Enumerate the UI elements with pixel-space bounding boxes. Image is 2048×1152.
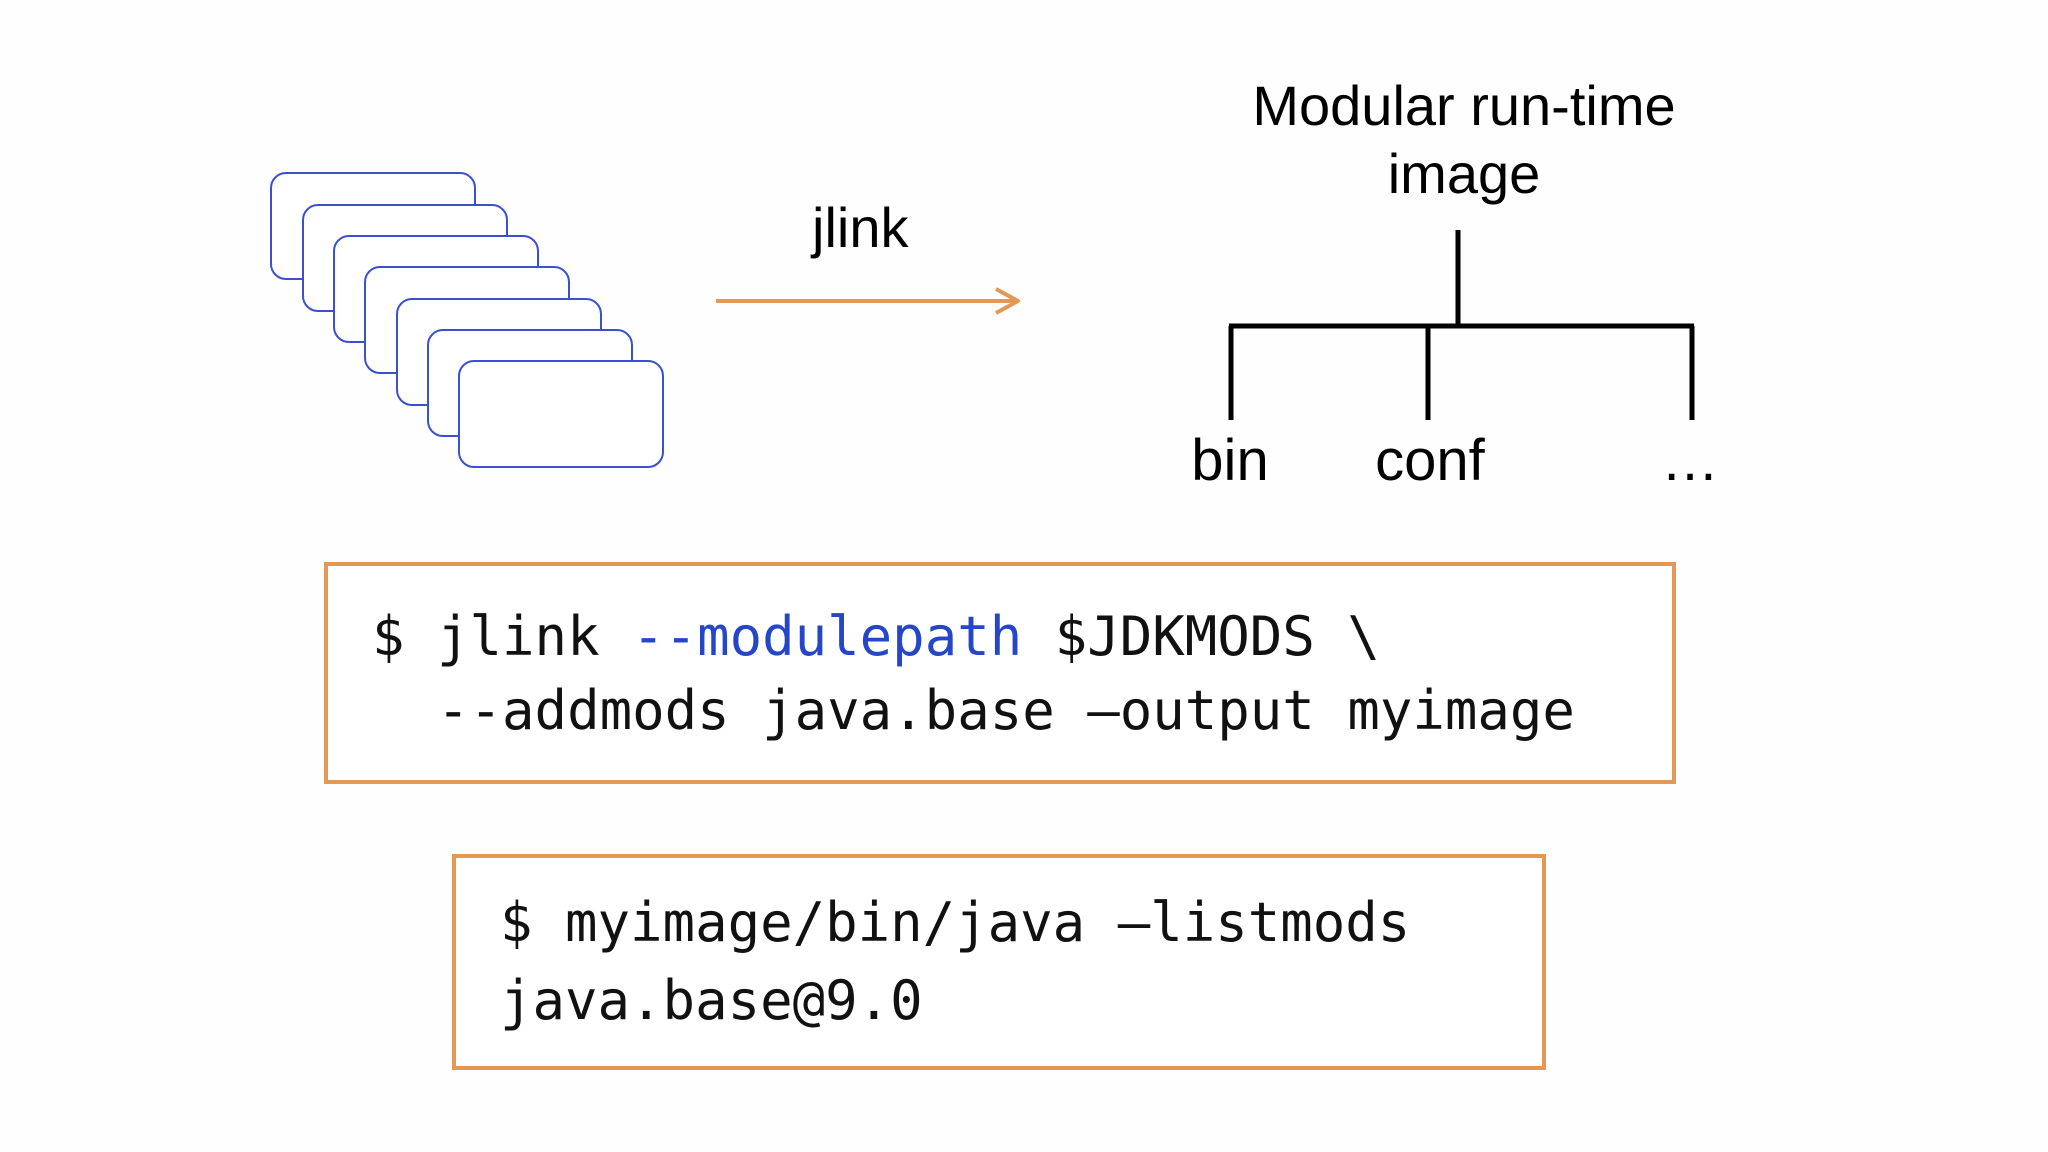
directory-tree bbox=[1228, 230, 1695, 420]
arrow-label: jlink bbox=[812, 196, 909, 259]
listmods-command-line: $ myimage/bin/java –listmods bbox=[500, 891, 1411, 954]
tree-leaf-more: … bbox=[1661, 428, 1719, 493]
tree-title-line1: Modular run-time bbox=[1252, 74, 1676, 137]
listmods-output-line: java.base@9.0 bbox=[500, 969, 923, 1032]
jlink-command-box: $ jlink --modulepath $JDKMODS \ --addmod… bbox=[324, 562, 1676, 784]
arrow-head bbox=[995, 287, 1020, 315]
tree-leaf-bin: bin bbox=[1191, 428, 1269, 493]
tree-title: Modular run-time image bbox=[1224, 72, 1704, 208]
module-card bbox=[458, 360, 664, 468]
jlink-command-line2: --addmods java.base –output myimage bbox=[372, 679, 1575, 742]
tree-leaf-conf: conf bbox=[1375, 428, 1485, 493]
command-prompt: $ jlink bbox=[372, 605, 633, 668]
listmods-command-box: $ myimage/bin/java –listmods java.base@9… bbox=[452, 854, 1546, 1070]
jlink-command-line1: $ jlink --modulepath $JDKMODS \ bbox=[372, 610, 1380, 664]
modulepath-option: --modulepath bbox=[632, 605, 1023, 668]
tree-title-line2: image bbox=[1387, 142, 1541, 205]
command-rest: $JDKMODS \ bbox=[1022, 605, 1380, 668]
jlink-arrow bbox=[716, 287, 1020, 315]
